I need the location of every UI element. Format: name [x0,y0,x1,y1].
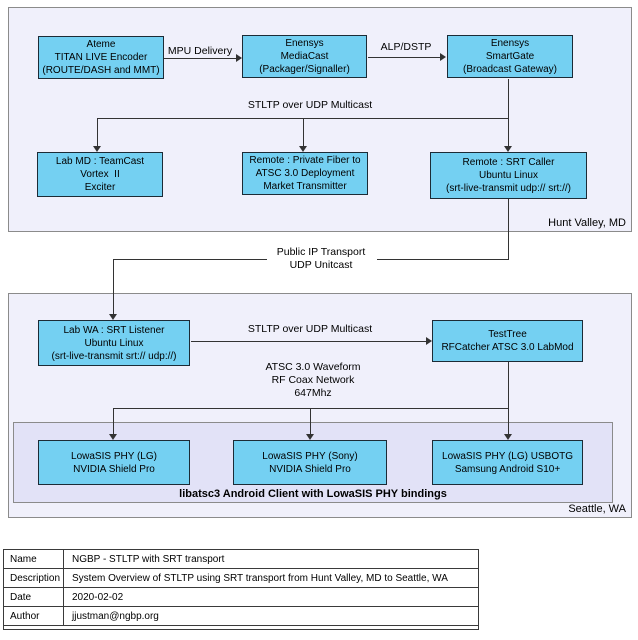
connector-segment [377,259,509,260]
connector-segment [310,408,311,434]
edge-smartgate-to-srtcaller [508,79,509,146]
arrowhead-down-icon [504,146,512,152]
table-cell-label: Description [4,569,64,587]
edge-mpu-delivery [164,58,236,59]
arrowhead-down-icon [299,146,307,152]
edge-label-stltp-wa: STLTP over UDP Multicast [247,323,373,335]
edge-rf-distribution [113,408,509,409]
edge-stltp-multicast-wa [191,341,426,342]
edge-label-mpu-delivery: MPU Delivery [167,45,233,57]
arrowhead-down-icon [306,434,314,440]
node-lowasis-samsung: LowaSIS PHY (LG) USBOTG Samsung Android … [432,440,583,485]
table-cell-label: Name [4,550,64,568]
connector-segment [97,118,98,146]
arrowhead-right-icon [440,53,446,61]
connector-segment [113,408,114,434]
arrowhead-right-icon [236,54,242,62]
region-label-android-group: libatsc3 Android Client with LowaSIS PHY… [179,488,447,500]
arrowhead-down-icon [109,314,117,320]
table-cell-label: Date [4,588,64,606]
table-row: Description System Overview of STLTP usi… [4,569,478,588]
node-testtree-rfcatcher: TestTree RFCatcher ATSC 3.0 LabMod [432,320,583,362]
connector-segment [113,259,267,260]
node-remote-fiber: Remote : Private Fiber to ATSC 3.0 Deplo… [242,152,368,195]
node-lowasis-lg-shield: LowaSIS PHY (LG) NVIDIA Shield Pro [38,440,190,485]
metadata-table: Name NGBP - STLTP with SRT transport Des… [3,549,479,630]
connector-segment [508,408,509,434]
arrowhead-right-icon [426,337,432,345]
table-cell-value: System Overview of STLTP using SRT trans… [72,572,448,584]
node-labmd-teamcast: Lab MD : TeamCast Vortex II Exciter [37,152,163,197]
table-row: Author jjustman@ngbp.org [4,607,478,626]
table-cell-value: 2020-02-02 [72,591,124,603]
arrowhead-down-icon [109,434,117,440]
region-label-hunt-valley: Hunt Valley, MD [548,217,626,229]
edge-label-waveform: ATSC 3.0 Waveform RF Coax Network 647Mhz [265,361,361,399]
node-enensys-smartgate: Enensys SmartGate (Broadcast Gateway) [447,35,573,78]
edge-label-stltp-md: STLTP over UDP Multicast [247,99,373,111]
node-labwa-srt-listener: Lab WA : SRT Listener Ubuntu Linux (srt-… [38,320,190,366]
edge-testtree-rf [508,362,509,408]
node-enensys-mediacast: Enensys MediaCast (Packager/Signaller) [242,35,367,78]
table-cell-label: Author [4,607,64,625]
edge-public-ip [508,199,509,259]
arrowhead-down-icon [504,434,512,440]
connector-segment [113,259,114,314]
connector-segment [303,118,304,146]
table-row: Name NGBP - STLTP with SRT transport [4,550,478,569]
table-cell-value: jjustman@ngbp.org [72,610,159,622]
table-bottom-strip [4,626,478,629]
node-remote-srt-caller: Remote : SRT Caller Ubuntu Linux (srt-li… [430,152,587,199]
edge-alp-dstp [368,57,440,58]
edge-label-alp-dstp: ALP/DSTP [380,41,432,53]
edge-label-public-ip: Public IP Transport UDP Unitcast [276,246,366,271]
node-lowasis-sony-shield: LowaSIS PHY (Sony) NVIDIA Shield Pro [233,440,387,485]
node-ateme-encoder: Ateme TITAN LIVE Encoder (ROUTE/DASH and… [38,36,164,79]
table-cell-value: NGBP - STLTP with SRT transport [72,553,225,565]
table-row: Date 2020-02-02 [4,588,478,607]
arrowhead-down-icon [93,146,101,152]
region-label-seattle: Seattle, WA [568,503,626,515]
